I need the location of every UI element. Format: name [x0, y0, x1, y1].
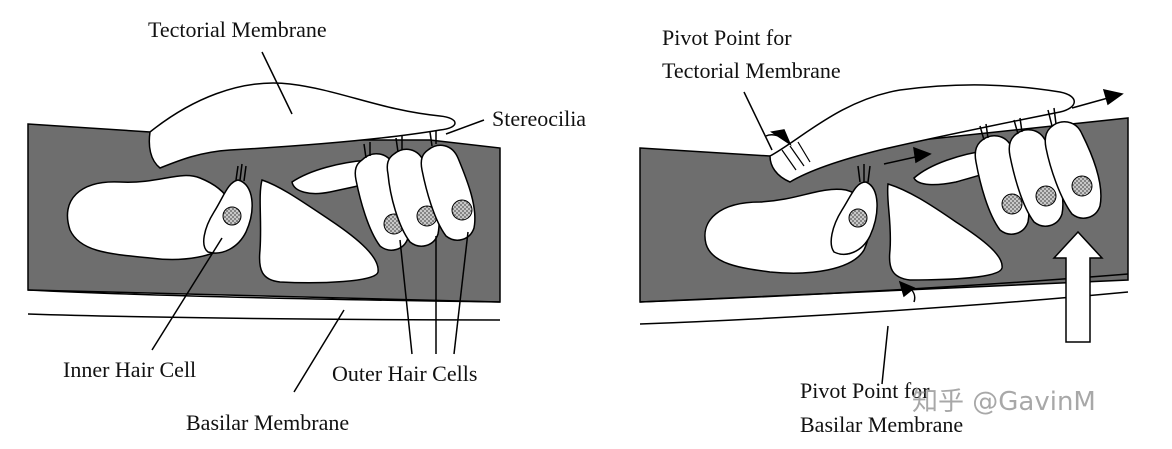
label-pivot-basilar-line1: Pivot Point for: [800, 378, 930, 403]
right-motion-arrows: [765, 88, 1124, 303]
left-panel: Tectorial Membrane Stereocilia Inner Hai…: [27, 17, 586, 435]
label-pivot-basilar-line2: Basilar Membrane: [800, 412, 963, 437]
right-basilar-membrane: [639, 273, 1129, 325]
left-inner-hair-cell: [202, 163, 253, 254]
label-basilar-membrane: Basilar Membrane: [186, 410, 349, 435]
right-panel: Pivot Point for Tectorial Membrane Pivot…: [639, 25, 1129, 437]
left-outer-hair-cells: [354, 130, 476, 251]
right-tunnel-of-corti: [886, 183, 1003, 281]
label-stereocilia: Stereocilia: [492, 106, 586, 131]
label-pivot-tectorial-line2: Tectorial Membrane: [662, 58, 841, 83]
label-pivot-tectorial-line1: Pivot Point for: [662, 25, 792, 50]
label-outer-hair-cells: Outer Hair Cells: [332, 361, 477, 386]
label-tectorial-membrane: Tectorial Membrane: [148, 17, 327, 42]
right-inner-hair-cell: [830, 164, 878, 256]
right-tectorial-membrane: [769, 84, 1075, 183]
left-tunnel-of-corti: [258, 179, 379, 284]
right-outer-hair-cells: [974, 107, 1102, 235]
label-inner-hair-cell: Inner Hair Cell: [63, 357, 196, 382]
watermark: 知乎 @GavinM: [912, 387, 1096, 417]
right-leader-lines: [743, 91, 889, 385]
right-upward-arrow: [1052, 230, 1104, 343]
left-tectorial-membrane: [148, 82, 456, 169]
left-leader-lines: [151, 51, 485, 393]
right-pivot-hatch: [781, 141, 811, 171]
